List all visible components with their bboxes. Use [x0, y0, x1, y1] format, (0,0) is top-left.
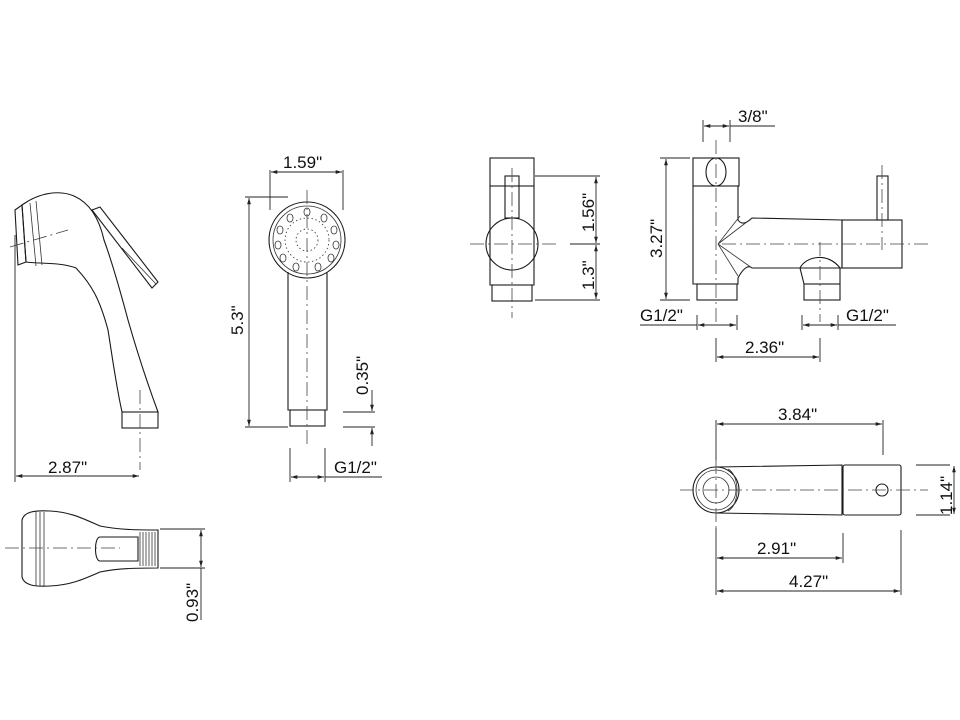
dim-sprayer-width: 2.87"	[48, 458, 87, 477]
dim-valve-height: 3.27"	[647, 219, 666, 258]
dim-thread-length: 0.35"	[353, 356, 372, 395]
valve-front-view: 3/8" 3.27" G1/2" G1/2" 2.36"	[640, 107, 928, 362]
dim-sprayer-thread: G1/2"	[334, 458, 377, 477]
dim-sprayer-height: 5.3"	[228, 305, 247, 335]
dim-body-length: 2.91"	[757, 539, 796, 558]
dim-inlet-left: G1/2"	[640, 306, 683, 325]
dim-overall-length: 4.27"	[789, 572, 828, 591]
dim-top-outlet: 3/8"	[738, 107, 768, 126]
dim-center-distance: 2.36"	[745, 338, 784, 357]
valve-top-view: 3.84" 1.14" 2.91" 4.27"	[680, 405, 956, 595]
sprayer-top-view: 0.93"	[5, 510, 205, 622]
dim-to-lever: 3.84"	[778, 405, 817, 424]
valve-side-view: 1.56" 1.3"	[470, 157, 600, 318]
dim-head-width: 1.59"	[283, 153, 322, 172]
dim-valve-depth: 1.14"	[937, 476, 956, 515]
dim-inlet-right: G1/2"	[846, 306, 889, 325]
sprayer-side-view: 2.87"	[9, 192, 159, 482]
dim-valve-lower: 1.3"	[579, 260, 598, 290]
dim-neck-width: 0.93"	[183, 583, 202, 622]
dim-valve-upper: 1.56"	[579, 193, 598, 232]
sprayer-front-view: 1.59" 5.3" 0.35" G1/2"	[228, 153, 382, 482]
